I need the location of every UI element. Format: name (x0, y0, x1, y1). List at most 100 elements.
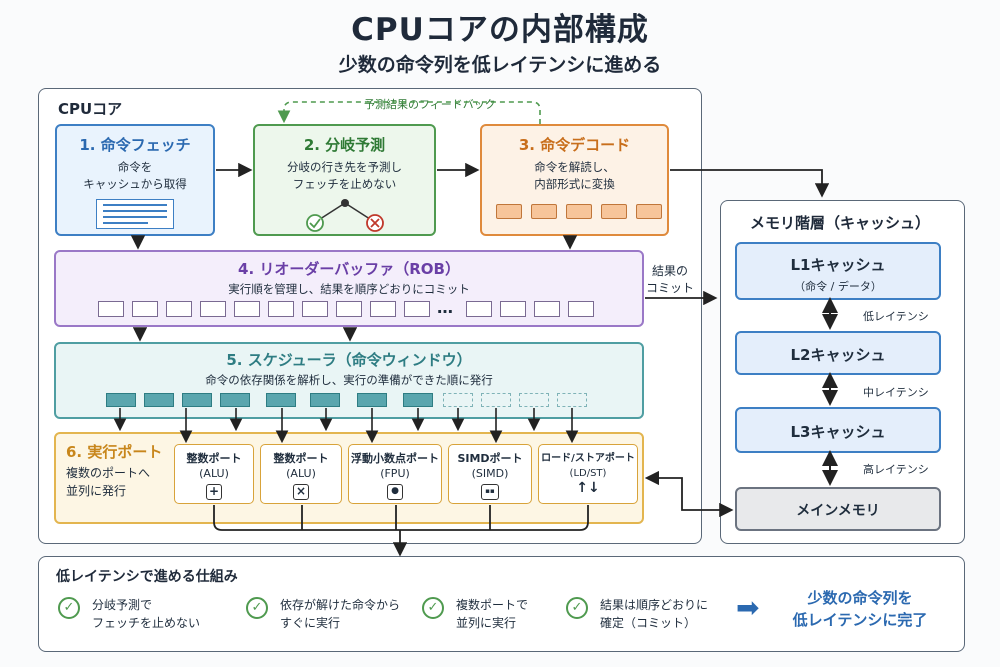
summary-item-3: 複数ポートで 並列に実行 (456, 596, 528, 632)
scheduler-slot (357, 393, 387, 407)
dot-icon: ● (387, 484, 403, 500)
scheduler-slot (182, 393, 212, 407)
conclusion-line: 少数の命令列を (807, 589, 913, 607)
scheduler-slot (310, 393, 340, 407)
simd-port: SIMDポート (SIMD) ▪▪ (448, 444, 532, 504)
fpu-port: 浮動小数点ポート (FPU) ● (348, 444, 442, 504)
scheduler-title: 5. スケジューラ（命令ウィンドウ） (226, 351, 472, 369)
scheduler-stage: 5. スケジューラ（命令ウィンドウ） 命令の依存関係を解析し、実行の準備ができた… (54, 342, 644, 419)
check-icon: ✓ (246, 597, 268, 619)
scheduler-slot (144, 393, 174, 407)
page-title: CPUコアの内部構成 (351, 12, 649, 48)
l2-title: L2キャッシュ (790, 346, 886, 364)
port-name: SIMDポート (457, 452, 523, 465)
fetch-desc-2: キャッシュから取得 (83, 177, 187, 191)
rob-ellipsis: … (437, 298, 453, 317)
summary-item-line: 分岐予測で (92, 598, 153, 612)
rob-slot (200, 301, 226, 317)
rob-slot (132, 301, 158, 317)
summary-item-line: すぐに実行 (280, 616, 341, 630)
feedback-label: 予測結果のフィードバック (360, 96, 500, 112)
branch-desc-2: フェッチを止めない (292, 177, 397, 191)
commit-label-1: 結果の (652, 264, 689, 278)
scheduler-slot-empty (519, 393, 549, 407)
l1-cache: L1キャッシュ （命令 / データ） (735, 242, 941, 300)
multiply-icon: × (293, 484, 309, 500)
check-icon: ✓ (422, 597, 444, 619)
commit-label-2: コミット (646, 281, 695, 295)
rob-slot (166, 301, 192, 317)
l1-title: L1キャッシュ (790, 256, 886, 274)
up-down-arrow-icon: ↑↓ (576, 480, 600, 496)
l3-title: L3キャッシュ (790, 423, 886, 441)
exec-desc-2: 並列に発行 (66, 484, 127, 498)
port-name: 浮動小数点ポート (351, 452, 439, 465)
summary-item-line: フェッチを止めない (92, 616, 201, 630)
latency-3: 高レイテンシ (863, 463, 929, 476)
fetch-desc-1: 命令を (117, 160, 153, 174)
conclusion-line: 低レイテンシに完了 (792, 611, 928, 629)
scheduler-slot-empty (557, 393, 587, 407)
scheduler-slot (220, 393, 250, 407)
decoded-slot (636, 204, 662, 219)
summary-item-4: 結果は順序どおりに 確定（コミット） (600, 596, 708, 632)
page-subtitle: 少数の命令列を低レイテンシに進める (338, 54, 662, 76)
summary-item-line: 結果は順序どおりに (600, 598, 709, 612)
port-name: ロード/ストアポート (541, 453, 635, 464)
main-memory-title: メインメモリ (796, 503, 880, 519)
latency-2: 中レイテンシ (863, 386, 929, 399)
decode-stage: 3. 命令デコード 命令を解読し、 内部形式に変換 (480, 124, 669, 236)
summary-item-1: 分岐予測で フェッチを止めない (92, 596, 200, 632)
grid-icon: ▪▪ (481, 484, 499, 500)
document-icon (96, 199, 174, 229)
branch-desc-1: 分岐の行き先を予測し (287, 160, 402, 174)
rob-slot (568, 301, 594, 317)
l1-sub: （命令 / データ） (794, 280, 882, 293)
scheduler-slot (266, 393, 296, 407)
rob-slot (234, 301, 260, 317)
decoded-slot (601, 204, 627, 219)
rob-slot (98, 301, 124, 317)
rob-desc: 実行順を管理し、結果を順序どおりにコミット (228, 282, 470, 296)
decoded-slot (496, 204, 522, 219)
rob-slot (466, 301, 492, 317)
scheduler-slot (106, 393, 136, 407)
decode-title: 3. 命令デコード (518, 136, 631, 154)
rob-title: 4. リオーダーバッファ（ROB） (238, 260, 460, 278)
rob-slot (500, 301, 526, 317)
latency-1: 低レイテンシ (863, 310, 929, 323)
int-port-1: 整数ポート (ALU) + (174, 444, 254, 504)
decode-desc-2: 内部形式に変換 (534, 177, 615, 191)
rob-slot (404, 301, 430, 317)
cpu-core-label: CPUコア (58, 100, 123, 118)
memory-label: メモリ階層（キャッシュ） (750, 214, 931, 232)
decoded-slot (566, 204, 592, 219)
port-name: 整数ポート (186, 452, 242, 465)
check-icon: ✓ (58, 597, 80, 619)
summary-item-line: 複数ポートで (456, 598, 529, 612)
port-sub: (ALU) (199, 467, 229, 480)
decoded-slot (531, 204, 557, 219)
branch-stage: 2. 分岐予測 分岐の行き先を予測し フェッチを止めない (253, 124, 436, 236)
summary-label: 低レイテンシで進める仕組み (56, 569, 238, 585)
main-memory: メインメモリ (735, 487, 941, 531)
scheduler-slot (403, 393, 433, 407)
right-arrow-icon: ➡ (736, 591, 760, 624)
summary-item-2: 依存が解けた命令から すぐに実行 (280, 596, 400, 632)
fetch-stage: 1. 命令フェッチ 命令を キャッシュから取得 (55, 124, 215, 236)
scheduler-slot-empty (443, 393, 473, 407)
summary-item-line: 依存が解けた命令から (280, 598, 401, 612)
exec-desc-1: 複数のポートへ (66, 466, 151, 480)
scheduler-slot-empty (481, 393, 511, 407)
rob-slot (336, 301, 362, 317)
check-icon: ✓ (566, 597, 588, 619)
summary-item-line: 並列に実行 (456, 616, 517, 630)
rob-slot (302, 301, 328, 317)
rob-slot (268, 301, 294, 317)
summary-item-line: 確定（コミット） (600, 616, 697, 630)
l3-cache: L3キャッシュ (735, 407, 941, 453)
branch-title: 2. 分岐予測 (303, 136, 386, 154)
rob-slot (534, 301, 560, 317)
load-store-port: ロード/ストアポート (LD/ST) ↑↓ (538, 444, 638, 504)
fetch-title: 1. 命令フェッチ (79, 136, 191, 154)
